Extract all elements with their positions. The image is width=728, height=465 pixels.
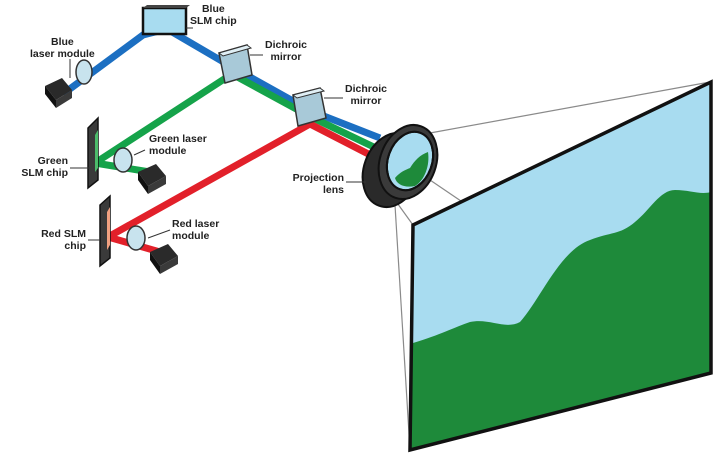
label-leaders	[69, 27, 366, 241]
green-laser-module-icon	[113, 147, 166, 194]
red-laser-module-icon	[126, 225, 178, 274]
blue-slm-chip-icon	[141, 5, 190, 36]
dichroic-mirror-icon	[217, 44, 253, 84]
projection-screen-icon	[408, 79, 713, 453]
red-slm-chip-icon	[99, 194, 111, 268]
collimating-lens-icon	[126, 225, 146, 251]
blue-laser-module-icon	[45, 59, 93, 108]
dichroic-mirror-icon	[291, 87, 327, 127]
collimating-lens-icon	[113, 147, 133, 173]
green-beam	[93, 69, 380, 166]
red-beam	[106, 120, 382, 241]
projection-lens-icon	[361, 124, 439, 208]
green-slm-chip-icon	[87, 116, 99, 190]
collimating-lens-icon	[75, 59, 93, 85]
